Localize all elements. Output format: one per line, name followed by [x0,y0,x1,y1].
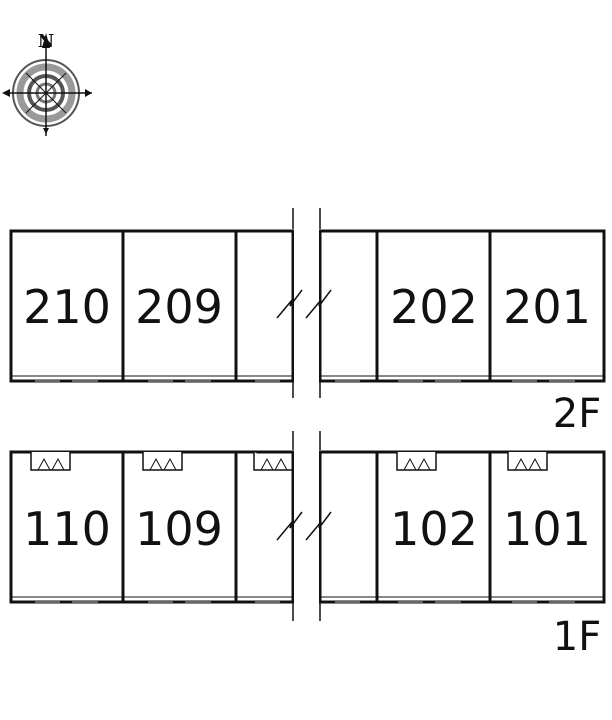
room-210-label: 210 [23,280,111,334]
room-102-label: 102 [390,502,478,556]
floor-1f: 110 109 102 101 1F [9,450,606,660]
room-202-label: 202 [390,280,478,334]
floor-label-1f: 1F [553,614,601,660]
break-marks [276,204,332,626]
entrance-notches [30,452,548,471]
room-109-label: 109 [135,502,223,556]
north-letter: N [38,31,54,52]
room-201-label: 201 [503,280,591,334]
room-101-label: 101 [503,502,591,556]
floor-2f: 210 209 202 201 2F [9,229,606,437]
floor-label-2f: 2F [553,391,601,437]
zigzag-break-icon [276,289,332,541]
compass-rose-icon: N [2,31,92,136]
building-right-2f [318,229,606,383]
room-110-label: 110 [23,502,111,556]
room-209-label: 209 [135,280,223,334]
